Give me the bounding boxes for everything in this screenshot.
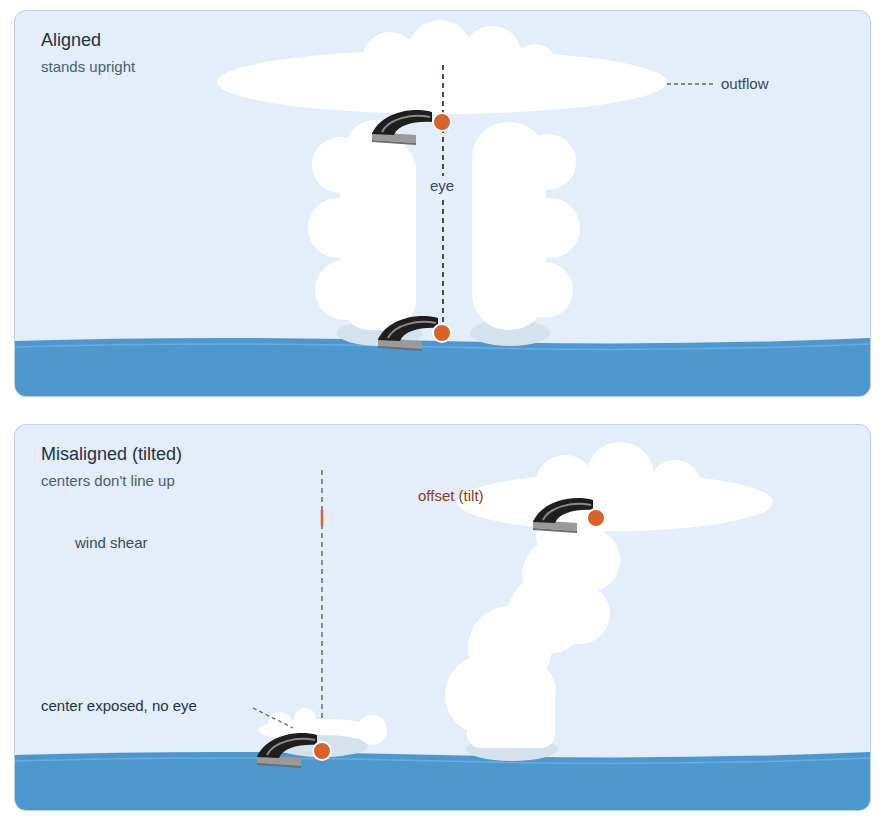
center-dot	[313, 742, 331, 760]
panel-title: Aligned	[41, 30, 101, 51]
cyclone-symbol	[533, 498, 593, 533]
anvil	[457, 473, 773, 531]
annotation-label: center exposed, no eye	[41, 697, 197, 715]
cloud-puff	[520, 134, 576, 190]
annotation-label: outflow	[721, 75, 769, 93]
tilted-tower	[445, 501, 620, 748]
cloud-puff	[520, 198, 580, 258]
cloud-puff	[517, 262, 573, 318]
panel-subtitle: centers don't line up	[41, 472, 175, 489]
annotation-label: wind shear	[75, 534, 148, 552]
leader-line	[667, 83, 715, 84]
cyclone-symbol	[372, 110, 432, 145]
panel-subtitle: stands upright	[41, 58, 135, 75]
ocean	[15, 338, 870, 396]
cyclone-symbol	[257, 733, 317, 768]
center-dot	[433, 113, 451, 131]
water	[15, 752, 870, 810]
panel-title: Misaligned (tilted)	[41, 444, 182, 465]
center-dot	[433, 324, 451, 342]
cloud-puff	[312, 137, 368, 193]
leader-line	[253, 708, 293, 728]
annotation-label: offset (tilt)	[418, 487, 484, 505]
wave-line	[15, 344, 870, 349]
ocean	[15, 752, 870, 810]
center-dot	[587, 509, 605, 527]
cyclone-symbol	[378, 316, 438, 351]
cloud-puff	[308, 198, 368, 258]
axis-line	[321, 470, 323, 742]
water	[15, 338, 870, 396]
wave-line	[15, 758, 870, 763]
offset-tick	[321, 510, 324, 526]
outflow-cloud	[457, 442, 773, 531]
eyewall-right	[472, 122, 580, 330]
cloud-puff	[315, 260, 375, 320]
annotation-label: eye	[428, 176, 456, 196]
eyewall-left	[308, 120, 416, 330]
axis-line	[442, 65, 444, 330]
